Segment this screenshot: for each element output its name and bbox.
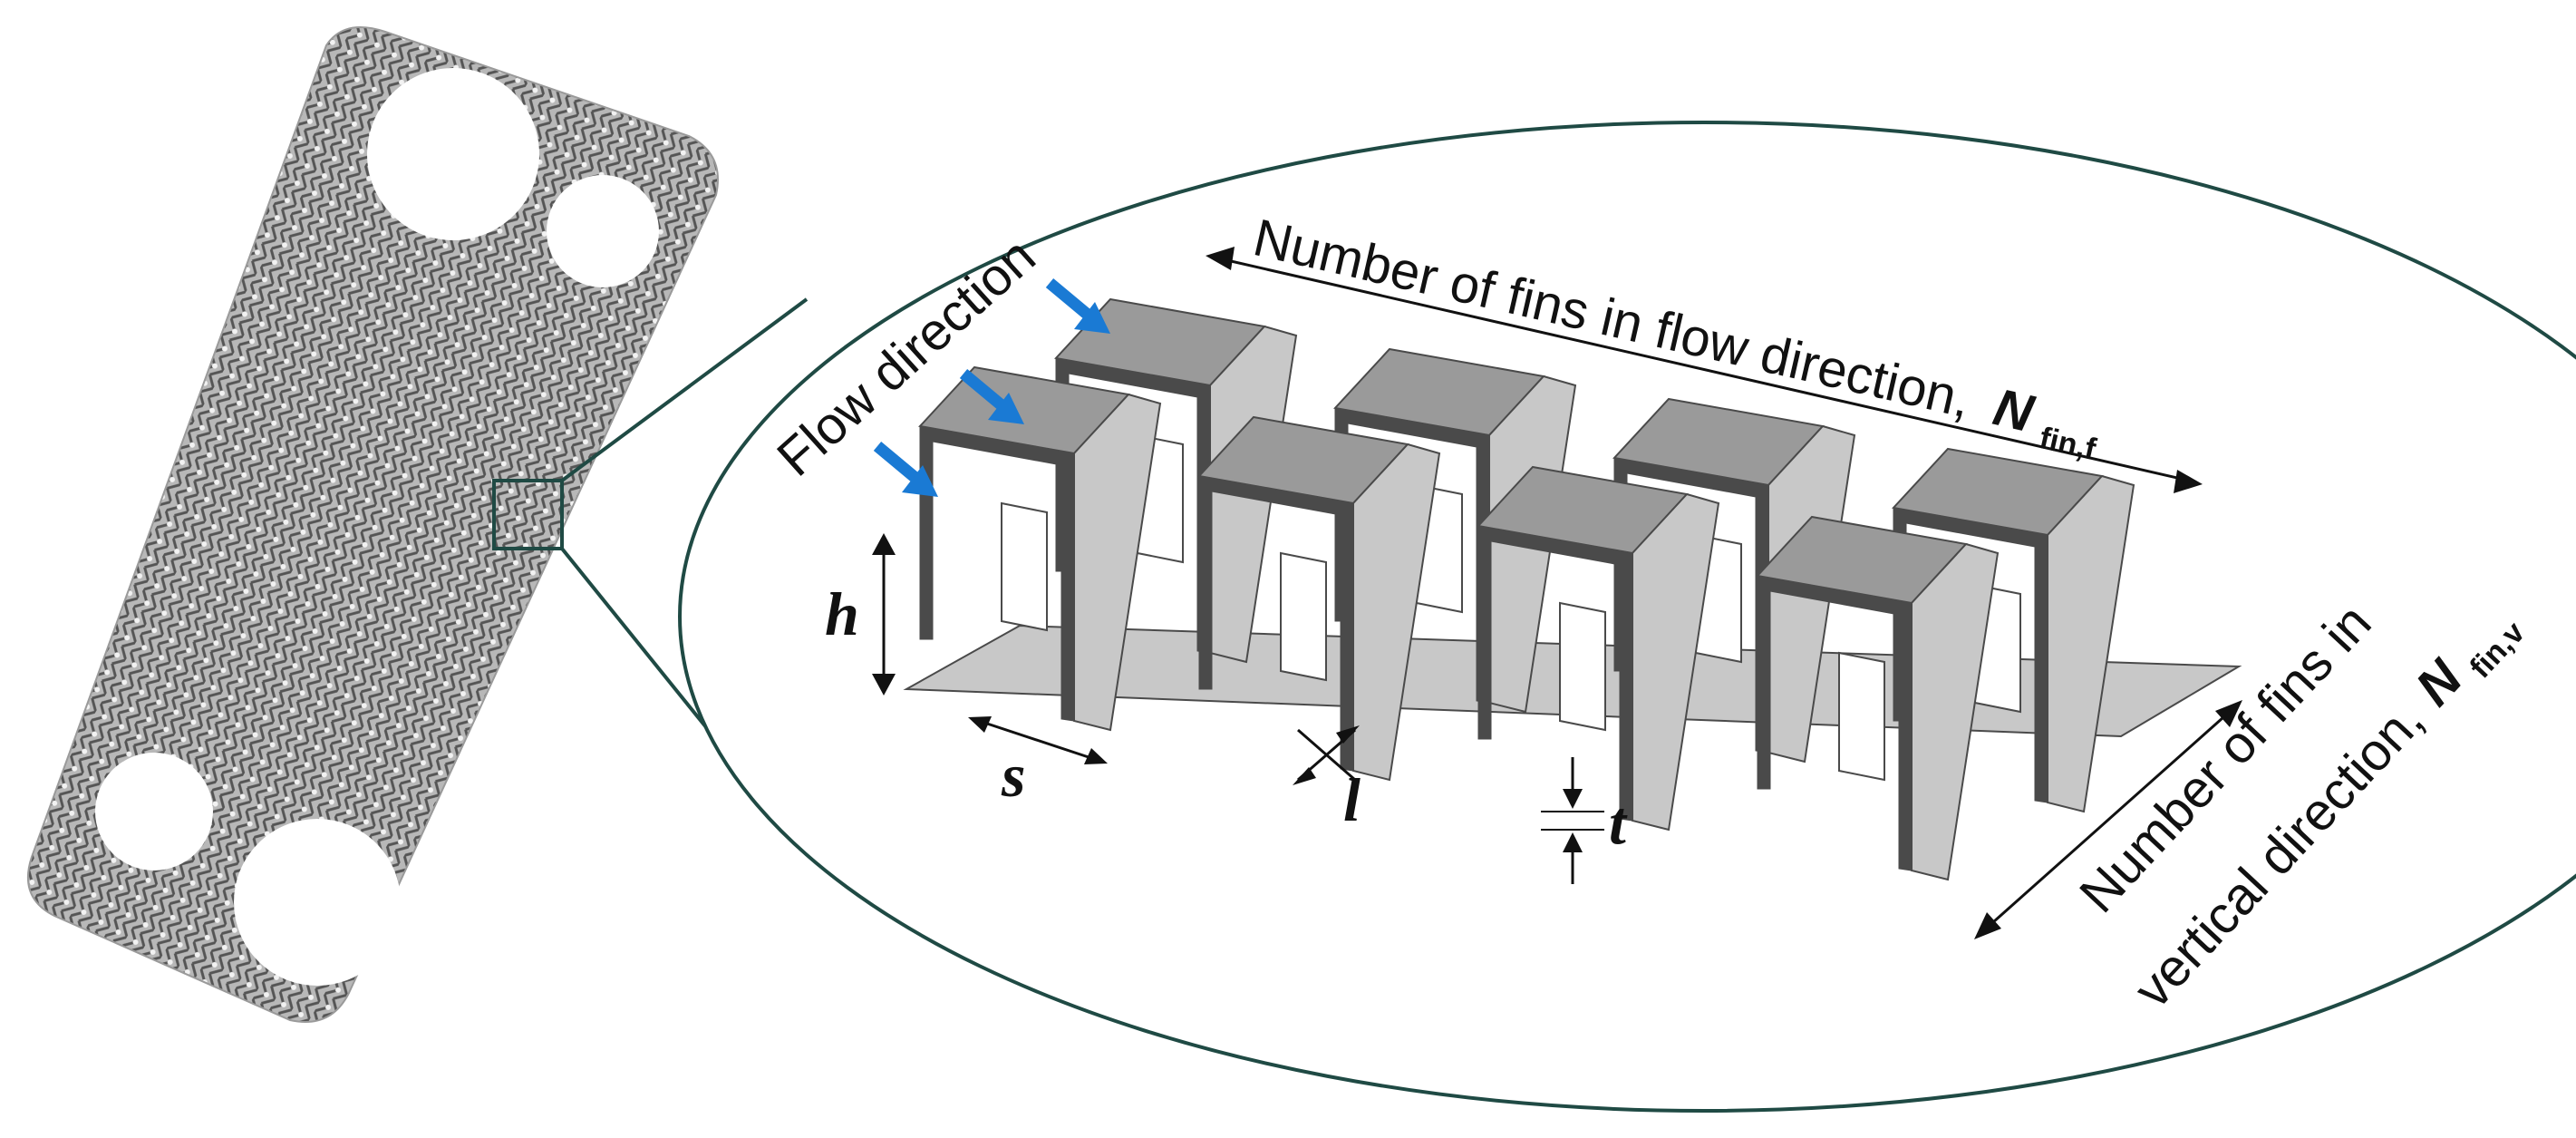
l-label: l <box>1343 765 1361 834</box>
s-dimension: s <box>968 716 1108 810</box>
fin-side-face <box>1352 443 1441 782</box>
fin-front-profile <box>1757 575 1913 871</box>
plate-port-top-small <box>547 175 659 287</box>
flow-arrow-icon <box>959 369 1024 424</box>
heat-exchanger-plate <box>26 26 719 1023</box>
flow-arrow-icon <box>873 442 938 497</box>
fin-channel-opening <box>1559 601 1606 732</box>
flow-arrows <box>873 278 1110 497</box>
fin-side-face <box>2047 474 2135 813</box>
fin-channel-opening <box>1838 651 1885 782</box>
t-dimension: t <box>1541 757 1628 884</box>
fin-front-profile <box>1198 475 1354 772</box>
zoom-connector-top <box>560 297 809 482</box>
fin-channel-opening <box>1280 551 1327 682</box>
fin-side-face <box>1632 492 1720 832</box>
fin-front-profile <box>1893 507 2048 803</box>
plate-port-bottom-large <box>234 819 401 986</box>
fin-side-face <box>1911 542 2000 881</box>
plate-port-bottom-small <box>95 753 213 871</box>
h-label: h <box>825 579 859 648</box>
s-label: s <box>1001 741 1025 810</box>
plate-body <box>26 26 719 1023</box>
fin-side-face <box>1073 393 1162 732</box>
h-dimension: h <box>825 533 896 695</box>
t-label: t <box>1609 788 1628 857</box>
l-dimension: l <box>1293 725 1361 834</box>
fin-front-profile <box>1477 525 1633 822</box>
plate-port-top-large <box>367 68 539 240</box>
flow-arrow-icon <box>1045 278 1110 334</box>
offset-strip-fins <box>903 297 2242 881</box>
fin-channel-opening <box>1001 501 1048 632</box>
zoom-region-box <box>492 479 564 550</box>
fin-front-profile <box>919 425 1075 722</box>
